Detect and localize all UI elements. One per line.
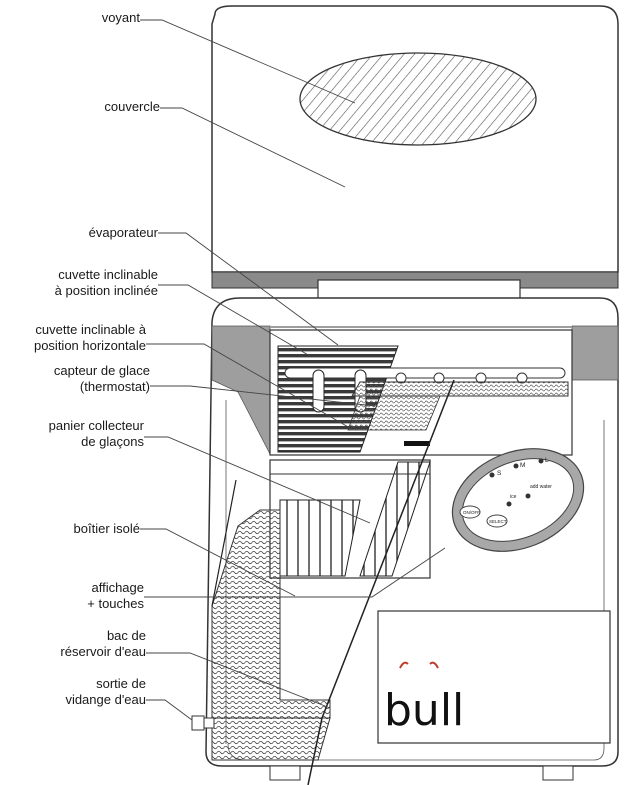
label-cuvette-inclinee: cuvette inclinable à position inclinée <box>54 267 158 298</box>
size-l-label: L <box>545 457 549 464</box>
label-cuvette-horizontale: cuvette inclinable à position horizontal… <box>33 322 146 353</box>
label-panier: panier collecteur de glaçons <box>48 418 144 449</box>
label-sortie: sortie de vidange d'eau <box>65 676 146 707</box>
control-panel <box>451 448 585 552</box>
size-s-label: S <box>497 470 502 477</box>
label-evaporateur: évaporateur <box>88 225 158 240</box>
size-m-label: M <box>520 462 525 469</box>
label-voyant: voyant <box>101 10 140 25</box>
label-affichage: affichage + touches <box>87 580 144 611</box>
viewing-window <box>299 52 537 146</box>
select-button: SELECT <box>489 519 507 524</box>
label-couvercle: couvercle <box>104 99 160 114</box>
label-boitier: boîtier isolé <box>73 521 140 536</box>
label-capteur-glace: capteur de glace (thermostat) <box>53 363 150 394</box>
lid <box>211 5 619 289</box>
ice-indicator-label: ice <box>510 494 517 500</box>
add-water-indicator-label: add water <box>530 484 552 490</box>
label-bac: bac de réservoir d'eau <box>60 628 146 659</box>
water-tank <box>211 509 331 719</box>
tilting-tray <box>351 381 569 397</box>
leader-lines <box>140 19 446 721</box>
brand-logo: bull <box>384 685 464 736</box>
ice-basket <box>269 459 431 579</box>
lower-door <box>377 610 611 744</box>
on-off-button: ON/OFF <box>463 510 480 515</box>
